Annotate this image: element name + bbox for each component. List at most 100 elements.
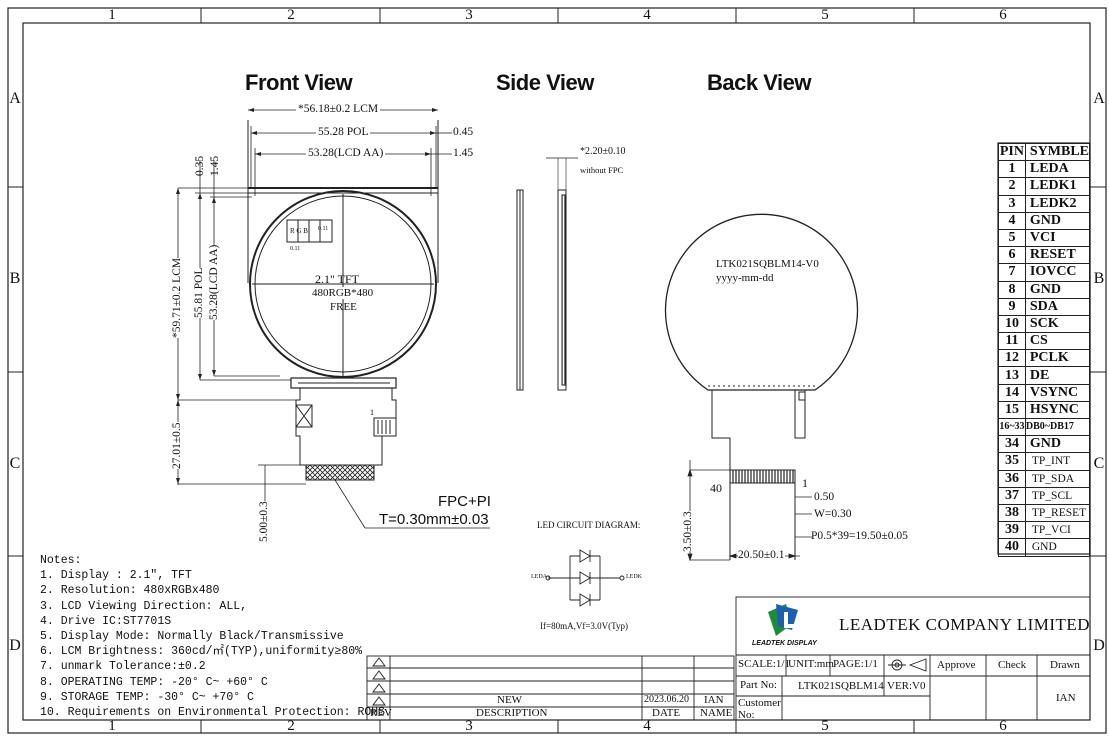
part-no-value: LTK021SQBLM14 — [798, 680, 884, 692]
note-5: 5. Display Mode: Normally Black/Transmis… — [40, 630, 344, 644]
grid-col-1: 1 — [108, 7, 116, 23]
pin-number: 4 — [998, 211, 1026, 230]
grid-col-4: 4 — [643, 7, 651, 23]
pin-number: 34 — [998, 435, 1026, 454]
pin-number: 35 — [998, 452, 1026, 471]
free-label: FREE — [330, 301, 357, 313]
front-pin1-label: 1 — [370, 408, 374, 417]
note-3: 3. LCD Viewing Direction: ALL, — [40, 599, 248, 613]
grid-col-1-bottom: 1 — [108, 718, 116, 734]
grid-col-3: 3 — [465, 7, 473, 23]
pin-symbol: VCI — [1024, 228, 1091, 248]
pin-header: PIN — [998, 142, 1026, 162]
pin-number: 14 — [998, 383, 1026, 402]
note-9: 9. STORAGE TEMP: -30° C~ +70° C — [40, 690, 254, 704]
led-cathode-label: LEDK — [626, 574, 642, 580]
back-part-label: LTK021SQBLM14-V0 — [716, 258, 819, 270]
pin-symbol: DB0~DB17 — [1024, 417, 1091, 437]
note-4: 4. Drive IC:ST7701S — [40, 614, 172, 628]
pin-number: 38 — [998, 503, 1026, 523]
notes-block: Notes: 1. Display : 2.1", TFT 2. Resolut… — [40, 553, 385, 720]
grid-row-a-right: A — [1093, 90, 1105, 107]
dim-back-width: 20.50±0.1 — [738, 549, 785, 561]
approve-label: Approve — [937, 659, 976, 671]
pixel-rgb-label: R G B — [290, 227, 308, 235]
date-label: DATE — [652, 707, 681, 719]
pin-symbol: SCK — [1024, 314, 1091, 334]
pin-number: 10 — [998, 314, 1026, 334]
scale-label: SCALE:1/1 — [738, 658, 790, 670]
pin-symbol: GND — [1024, 435, 1091, 454]
unit-label: UNIT:mm — [788, 658, 834, 670]
check-label: Check — [998, 659, 1027, 671]
drawn-label: Drawn — [1050, 659, 1080, 671]
pin-symbol: TP_INT — [1024, 452, 1091, 471]
rev-date: 2023.06.20 — [644, 694, 689, 705]
pin-symbol: IOVCC — [1024, 263, 1091, 282]
pin-symbol: TP_SCL — [1024, 486, 1091, 505]
grid-row-b-right: B — [1093, 270, 1105, 287]
grid-row-c-right: C — [1093, 455, 1105, 472]
grid-col-6: 6 — [999, 7, 1007, 23]
note-10: 10. Requirements on Environmental Protec… — [40, 706, 386, 720]
dim-pol-width: 55.28 POL — [316, 126, 371, 138]
grid-col-4-bottom: 4 — [643, 718, 651, 734]
pin-number: 6 — [998, 246, 1026, 265]
pin-number: 1 — [998, 160, 1026, 179]
pin-number: 13 — [998, 366, 1026, 385]
page-label: PAGE:1/1 — [833, 658, 878, 670]
pin-symbol: TP_VCI — [1024, 521, 1091, 540]
pin-symbol: LEDK1 — [1024, 177, 1091, 196]
pin-number: 5 — [998, 228, 1026, 248]
dim-aa-height: 53.28(LCD AA) — [208, 244, 220, 320]
side-note: without FPC — [580, 165, 624, 175]
back-pin1: 1 — [802, 476, 808, 490]
pin-number: 7 — [998, 263, 1026, 282]
dim-lcm-width: *56.18±0.2 LCM — [296, 103, 381, 115]
pin-symbol: RESET — [1024, 246, 1091, 265]
dim-right-045: 0.45 — [453, 126, 474, 138]
dim-right-145: 1.45 — [453, 147, 474, 159]
grid-row-b: B — [9, 270, 21, 287]
pin-number: 36 — [998, 469, 1026, 488]
dim-pitch: P0.5*39=19.50±0.05 — [811, 530, 908, 542]
dim-left-035: 0.35 — [194, 155, 206, 176]
dim-back-tail: 3.50±0.3 — [682, 511, 694, 552]
version-label: VER:V0 — [887, 680, 926, 692]
led-spec: If=80mA,Vf=3.0V(Typ) — [540, 621, 629, 631]
description-label: DESCRIPTION — [476, 707, 548, 719]
pin-symbol: TP_SDA — [1024, 469, 1091, 488]
pin-number: 16~33 — [998, 417, 1026, 437]
grid-col-5: 5 — [821, 7, 829, 23]
pin-symbol: DE — [1024, 366, 1091, 385]
dim-pol-height: 55.81 POL — [193, 267, 205, 318]
pin-symbol: LEDA — [1024, 160, 1091, 179]
note-2: 2. Resolution: 480xRGBx480 — [40, 584, 220, 598]
pin-symbol: GND — [1024, 211, 1091, 230]
pin-number: 15 — [998, 400, 1026, 420]
dim-lcm-height: *59.71±0.2 LCM — [171, 257, 183, 338]
pin-symbol: GND — [1024, 538, 1091, 557]
pin-number: 39 — [998, 521, 1026, 540]
leadtek-logo — [768, 604, 798, 636]
pin-symbol: VSYNC — [1024, 383, 1091, 402]
front-view-title: Front View — [245, 70, 353, 95]
rev-name: IAN — [704, 694, 724, 706]
dim-fpc-tail: 5.00±0.3 — [258, 501, 270, 542]
grid-col-5-bottom: 5 — [821, 718, 829, 734]
pin-number: 3 — [998, 194, 1026, 213]
pin-number: 40 — [998, 538, 1026, 557]
back-view-title: Back View — [707, 70, 811, 95]
grid-row-d: D — [9, 637, 21, 654]
dim-left-145: 1.45 — [209, 155, 221, 176]
note-7: 7. unmark Tolerance:±0.2 — [40, 660, 206, 674]
